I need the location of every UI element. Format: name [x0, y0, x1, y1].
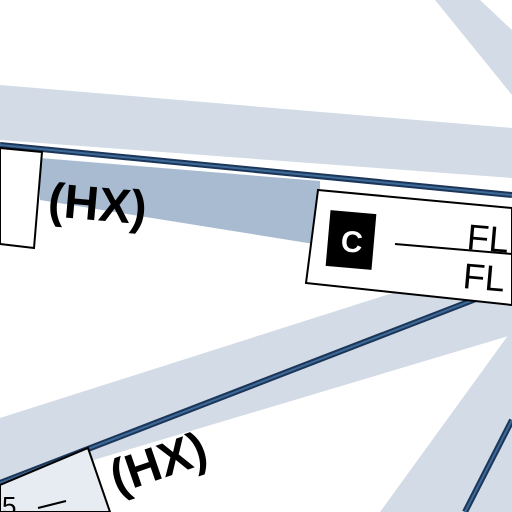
class-c-badge — [325, 210, 377, 270]
airspace-box-partial-lower-frame — [0, 446, 112, 512]
airway-line-upper — [0, 142, 512, 198]
airspace-box-partial-upper — [0, 146, 44, 250]
partial-box-fragment: 5 — [2, 491, 16, 512]
airway-band-lower — [0, 255, 512, 488]
airway-band-upper — [0, 85, 512, 178]
airway-band-right-lower — [380, 330, 512, 512]
airway-band-upper-highlight — [40, 158, 320, 245]
partial-box-divider — [37, 500, 67, 509]
airway-band-right-upper — [435, 0, 512, 95]
upper-limit-label: FL — [465, 216, 510, 261]
altitude-divider — [394, 243, 512, 255]
airspace-class-box: C FL FL — [304, 188, 512, 307]
airway-line-diagonal — [462, 418, 512, 512]
class-c-badge-letter: C — [340, 225, 364, 260]
lower-limit-label: FL — [461, 255, 506, 300]
hours-label-upper: (HX) — [46, 174, 149, 235]
airspace-box-partial-lower: 5 — [0, 446, 112, 512]
